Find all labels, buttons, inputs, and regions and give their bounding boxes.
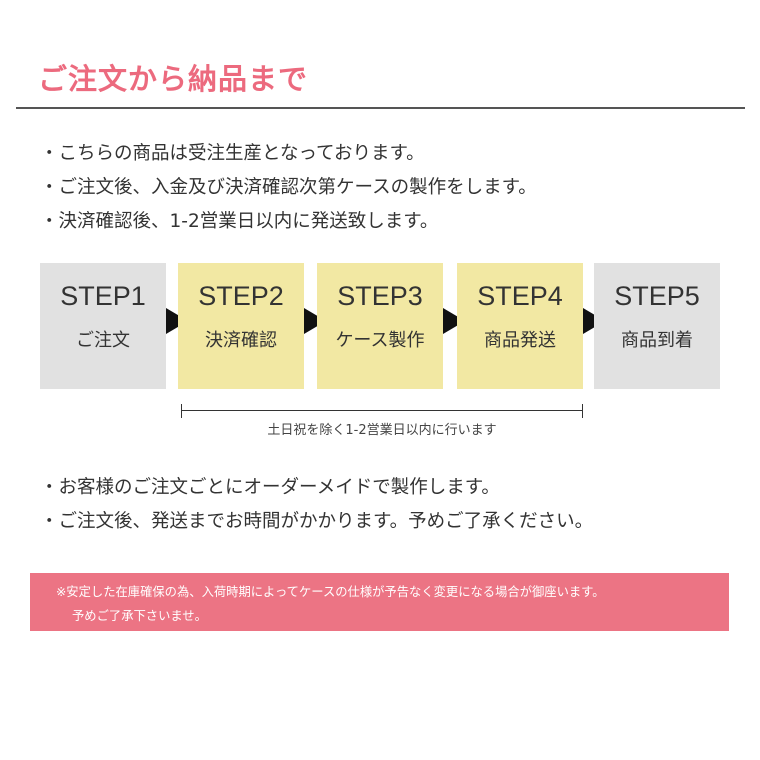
step-4: STEP4 商品発送 bbox=[457, 263, 583, 389]
step-number: STEP3 bbox=[337, 281, 423, 311]
notice-line: 予めご了承下さいませ。 bbox=[72, 609, 207, 623]
info-list-bottom: お客様のご注文ごとにオーダーメイドで製作します。 ご注文後、発送までお時間がかか… bbox=[40, 471, 594, 539]
step-number: STEP2 bbox=[198, 281, 284, 311]
step-number: STEP5 bbox=[614, 281, 700, 311]
step-label: 商品発送 bbox=[484, 330, 556, 351]
list-item: ご注文後、発送までお時間がかかります。予めご了承ください。 bbox=[40, 505, 594, 539]
step-number: STEP1 bbox=[60, 281, 146, 311]
step-number: STEP4 bbox=[477, 281, 563, 311]
step-1: STEP1 ご注文 bbox=[40, 263, 166, 389]
step-5: STEP5 商品到着 bbox=[594, 263, 720, 389]
title-divider bbox=[16, 107, 745, 109]
notice-banner: ※安定した在庫確保の為、入荷時期によってケースの仕様が予告なく変更になる場合が御… bbox=[30, 573, 729, 631]
duration-note: 土日祝を除く1-2営業日以内に行います bbox=[267, 423, 497, 438]
duration-bracket bbox=[181, 404, 583, 418]
notice-line: ※安定した在庫確保の為、入荷時期によってケースの仕様が予告なく変更になる場合が御… bbox=[56, 585, 605, 599]
page-title: ご注文から納品まで bbox=[38, 62, 309, 96]
list-item: ご注文後、入金及び決済確認次第ケースの製作をします。 bbox=[40, 171, 537, 205]
step-label: ケース製作 bbox=[335, 330, 425, 351]
list-item: お客様のご注文ごとにオーダーメイドで製作します。 bbox=[40, 471, 593, 505]
step-label: ご注文 bbox=[76, 330, 130, 351]
info-list-top: こちらの商品は受注生産となっております。 ご注文後、入金及び決済確認次第ケースの… bbox=[40, 137, 537, 239]
step-3: STEP3 ケース製作 bbox=[317, 263, 443, 389]
list-item: こちらの商品は受注生産となっております。 bbox=[40, 137, 537, 171]
step-2: STEP2 決済確認 bbox=[178, 263, 304, 389]
step-label: 商品到着 bbox=[621, 330, 693, 351]
step-label: 決済確認 bbox=[205, 330, 277, 351]
list-item: 決済確認後、1-2営業日以内に発送致します。 bbox=[40, 205, 537, 239]
